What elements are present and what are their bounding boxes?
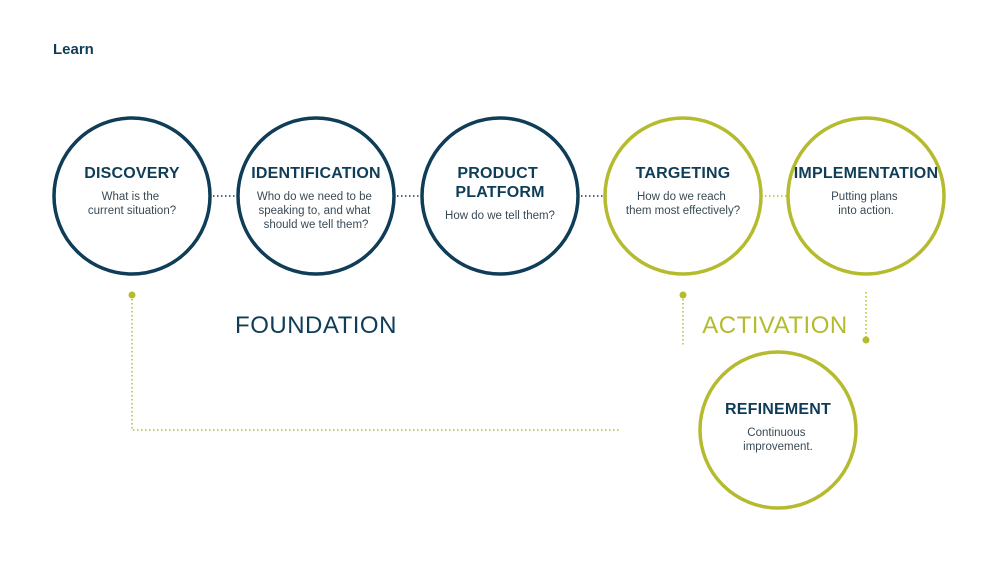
- node-circle: [786, 116, 946, 276]
- page-title: Learn: [53, 41, 94, 58]
- node-circle: [52, 116, 212, 276]
- node-title: PRODUCT PLATFORM: [455, 165, 544, 201]
- node-description: How do we tell them?: [445, 210, 555, 222]
- node-circle: [603, 116, 763, 276]
- node-targeting: TARGETING How do we reach them most effe…: [603, 116, 763, 276]
- connectors: [128, 192, 870, 431]
- node-description: How do we reach them most effectively?: [626, 191, 740, 217]
- node-description: Who do we need to be speaking to, and wh…: [257, 191, 375, 231]
- node-implementation: IMPLEMENTATION Putting plans into action…: [786, 116, 946, 276]
- phase-label-activation: ACTIVATION: [702, 312, 847, 339]
- node-title: REFINEMENT: [725, 401, 831, 418]
- node-description: Putting plans into action.: [831, 191, 901, 217]
- node-discovery: DISCOVERY What is the current situation?: [52, 116, 212, 276]
- node-title: IMPLEMENTATION: [794, 165, 938, 182]
- node-title: IDENTIFICATION: [251, 165, 381, 182]
- node-identification: IDENTIFICATION Who do we need to be spea…: [236, 116, 396, 276]
- node-circle: [698, 350, 858, 510]
- node-circle: [236, 116, 396, 276]
- node-title: TARGETING: [636, 165, 731, 182]
- phase-label-foundation: FOUNDATION: [235, 312, 397, 339]
- node-description: Continuous improvement.: [743, 427, 813, 453]
- node-title: DISCOVERY: [84, 165, 180, 182]
- implementation-down-dot: [862, 336, 870, 344]
- feedback-loop-line: [131, 295, 620, 431]
- node-refinement: REFINEMENT Continuous improvement.: [698, 350, 858, 510]
- node-description: What is the current situation?: [88, 191, 176, 217]
- node-product-platform: PRODUCT PLATFORM How do we tell them?: [420, 116, 580, 276]
- node-circle: [420, 116, 580, 276]
